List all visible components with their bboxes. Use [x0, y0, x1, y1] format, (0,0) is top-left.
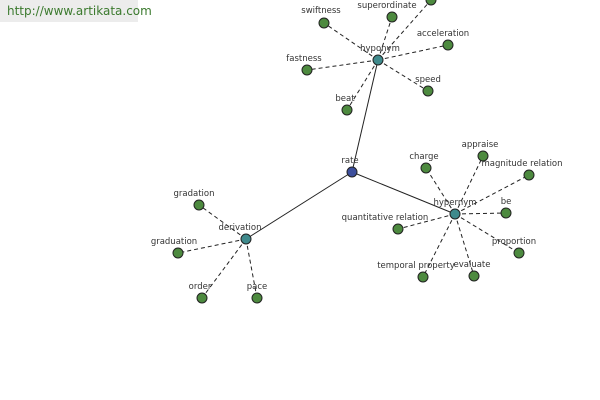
edge-derivation-order — [201, 238, 247, 299]
edge-rate-hypernym — [351, 171, 456, 215]
leaf-label-quantitative-relation[interactable]: quantitative relation — [342, 213, 429, 223]
leaf-node-swiftness[interactable] — [318, 17, 330, 29]
edge-hyponym-fastness — [306, 59, 379, 71]
leaf-label-gradation[interactable]: gradation — [174, 189, 215, 199]
leaf-node-speed[interactable] — [422, 85, 434, 97]
edge-hyponym-superordinate — [377, 16, 393, 61]
graph-labels: swiftness superordinate acceleration fastne… — [151, 1, 563, 292]
leaf-label-acceleration[interactable]: acceleration — [417, 29, 469, 39]
leaf-label-graduation[interactable]: graduation — [151, 237, 197, 247]
edge-hyponym-beat — [346, 59, 379, 111]
leaf-label-temporal-property[interactable]: temporal property — [377, 261, 455, 271]
leaf-label-swiftness[interactable]: swiftness — [301, 6, 341, 16]
edge-hyponym-speed — [377, 59, 429, 92]
edge-derivation-gradation — [198, 204, 247, 240]
edge-hypernym-proportion — [454, 213, 520, 254]
edge-rate-hyponym — [351, 59, 379, 173]
leaf-label-appraise[interactable]: appraise — [462, 140, 499, 150]
edge-rate-derivation — [245, 171, 353, 240]
edge-hypernym-be — [454, 212, 507, 215]
leaf-label-proportion[interactable]: proportion — [492, 237, 536, 247]
leaf-node-gradation[interactable] — [193, 199, 205, 211]
watermark-url[interactable]: http://www.artikata.com — [0, 0, 152, 22]
hub-node-derivation[interactable] — [240, 233, 252, 245]
center-label-rate[interactable]: rate — [341, 156, 358, 166]
leaf-label-pace[interactable]: pace — [247, 282, 268, 292]
graph-edges — [177, 0, 530, 299]
leaf-node-appraise[interactable] — [477, 150, 489, 162]
leaf-node-offscreen[interactable] — [425, 0, 437, 6]
leaf-node-temporal-property[interactable] — [417, 271, 429, 283]
edge-hypernym-magnitude-relation — [454, 174, 530, 215]
leaf-label-charge[interactable]: charge — [409, 152, 438, 162]
leaf-node-be[interactable] — [500, 207, 512, 219]
leaf-node-evaluate[interactable] — [468, 270, 480, 282]
edge-hyponym-offscreen — [377, 0, 432, 61]
edge-hypernym-quantitative-relation — [397, 213, 456, 230]
edge-hypernym-temporal-property — [422, 213, 456, 278]
leaf-label-be[interactable]: be — [501, 197, 512, 207]
leaf-node-graduation[interactable] — [172, 247, 184, 259]
leaf-node-charge[interactable] — [420, 162, 432, 174]
leaf-node-beat[interactable] — [341, 104, 353, 116]
edge-derivation-graduation — [177, 238, 247, 254]
edge-hyponym-acceleration — [377, 44, 449, 61]
leaf-node-order[interactable] — [196, 292, 208, 304]
center-node-rate[interactable] — [346, 166, 358, 178]
edge-derivation-pace — [245, 238, 258, 299]
edge-hypernym-charge — [425, 167, 456, 215]
leaf-node-proportion[interactable] — [513, 247, 525, 259]
hub-label-derivation[interactable]: derivation — [218, 223, 261, 233]
leaf-node-magnitude-relation[interactable] — [523, 169, 535, 181]
edge-hypernym-appraise — [454, 155, 484, 215]
edge-hyponym-swiftness — [323, 22, 379, 61]
leaf-label-superordinate[interactable]: superordinate — [357, 1, 416, 11]
leaf-node-pace[interactable] — [251, 292, 263, 304]
leaf-label-order[interactable]: order — [189, 282, 212, 292]
hub-label-hyponym[interactable]: hyponym — [360, 44, 400, 54]
leaf-label-evaluate[interactable]: evaluate — [454, 260, 491, 270]
leaf-label-beat[interactable]: beat — [335, 94, 355, 104]
hub-node-hyponym[interactable] — [372, 54, 384, 66]
edge-hypernym-evaluate — [454, 213, 475, 277]
graph-nodes — [172, 0, 535, 304]
hub-label-hypernym[interactable]: hypernym — [433, 198, 476, 208]
leaf-node-acceleration[interactable] — [442, 39, 454, 51]
leaf-label-speed[interactable]: speed — [415, 75, 441, 85]
hub-node-hypernym[interactable] — [449, 208, 461, 220]
leaf-node-quantitative-relation[interactable] — [392, 223, 404, 235]
leaf-node-fastness[interactable] — [301, 64, 313, 76]
leaf-node-superordinate[interactable] — [386, 11, 398, 23]
leaf-label-magnitude-relation[interactable]: magnitude relation — [481, 159, 562, 169]
leaf-label-fastness[interactable]: fastness — [286, 54, 322, 64]
